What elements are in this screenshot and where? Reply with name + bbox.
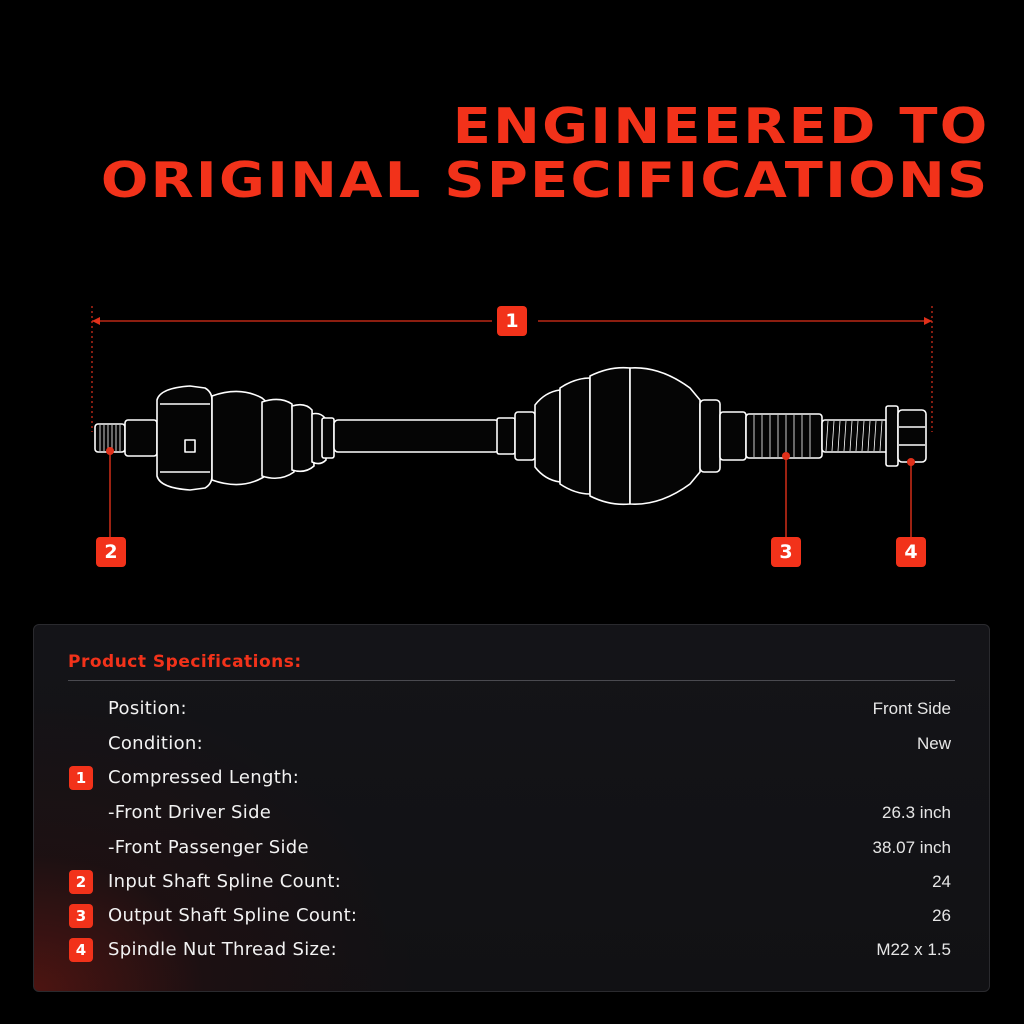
spec-badge-3: 3 — [69, 904, 93, 928]
spec-value: M22 x 1.5 — [876, 940, 951, 959]
axle-illustration — [91, 306, 933, 538]
spec-value: 38.07 inch — [872, 838, 951, 857]
product-specifications-panel: Product Specifications: Position: Front … — [33, 624, 990, 992]
spec-value: 24 — [932, 872, 951, 891]
headline-line-2: ORIGINAL SPECIFICATIONS — [101, 152, 990, 209]
spec-label: Condition: — [108, 733, 203, 754]
spec-label: -Front Driver Side — [108, 802, 272, 823]
spec-row-output-spline-count: 3 Output Shaft Spline Count: 26 — [34, 901, 989, 931]
spec-badge-4: 4 — [69, 938, 93, 962]
spec-value: Front Side — [872, 699, 951, 718]
panel-divider — [68, 680, 955, 681]
callout-badge-3: 3 — [771, 537, 801, 567]
callout-badge-4: 4 — [896, 537, 926, 567]
spec-row-compressed-length: 1 Compressed Length: — [34, 763, 989, 793]
panel-title: Product Specifications: — [68, 652, 302, 672]
spec-label: Input Shaft Spline Count: — [108, 871, 342, 892]
spec-row-input-spline-count: 2 Input Shaft Spline Count: 24 — [34, 867, 989, 897]
spec-badge-2: 2 — [69, 870, 93, 894]
spec-label: Output Shaft Spline Count: — [108, 905, 358, 926]
spec-label: -Front Passenger Side — [108, 837, 309, 858]
spec-label: Spindle Nut Thread Size: — [108, 939, 338, 960]
headline: ENGINEERED TO ORIGINAL SPECIFICATIONS — [101, 100, 990, 208]
callout-badge-2: 2 — [96, 537, 126, 567]
spec-value: 26 — [932, 906, 951, 925]
spec-badge-1: 1 — [69, 766, 93, 790]
spec-value: New — [916, 734, 951, 753]
spec-row-condition: Condition: New — [34, 729, 989, 759]
headline-line-1: ENGINEERED TO — [453, 98, 991, 155]
spec-label: Position: — [108, 698, 187, 719]
spec-row-position: Position: Front Side — [34, 694, 989, 724]
callout-badge-1: 1 — [497, 306, 527, 336]
spec-row-front-passenger-side: -Front Passenger Side 38.07 inch — [34, 833, 989, 863]
spec-row-front-driver-side: -Front Driver Side 26.3 inch — [34, 798, 989, 828]
cv-axle-diagram: 1 2 3 4 — [0, 290, 1024, 580]
spec-value: 26.3 inch — [882, 803, 951, 822]
spec-row-spindle-nut-thread: 4 Spindle Nut Thread Size: M22 x 1.5 — [34, 935, 989, 965]
spec-label: Compressed Length: — [108, 767, 300, 788]
